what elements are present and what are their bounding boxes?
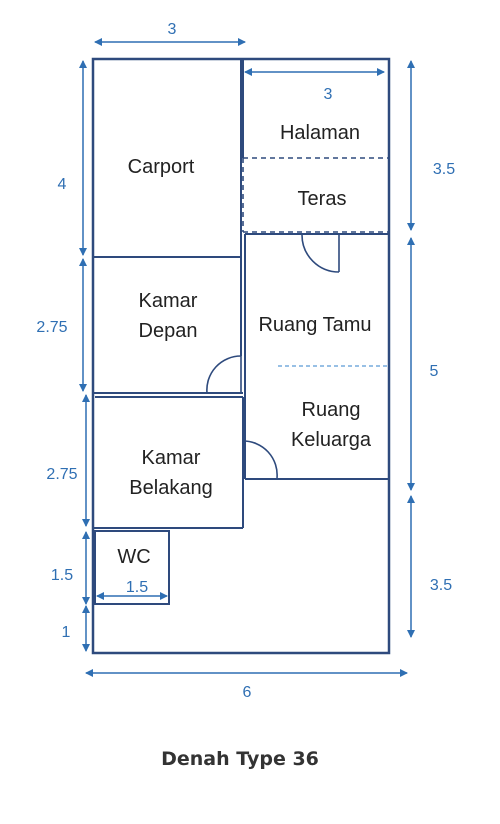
- dim-label-top-carport: 3: [168, 21, 177, 38]
- doors: [206, 234, 340, 479]
- dim-label-left-bottom: 1: [62, 624, 71, 641]
- kamar-belakang-door-icon: [242, 440, 278, 479]
- dim-label-halaman: 3: [324, 86, 333, 103]
- room-kamar-depan-line2: Depan: [139, 320, 198, 342]
- room-wc: WC: [117, 546, 150, 568]
- kamar-depan-door-icon: [206, 355, 242, 394]
- dim-label-right-bottom: 3.5: [430, 577, 452, 594]
- room-kamar-belakang-line2: Belakang: [129, 477, 212, 499]
- room-kamar-belakang-line1: Kamar: [142, 447, 201, 469]
- room-ruang-keluarga-line1: Ruang: [302, 399, 361, 421]
- dim-label-wc-width: 1.5: [126, 579, 148, 596]
- dim-label-right-top: 3.5: [433, 161, 455, 178]
- dim-label-left-kamar-belakang: 2.75: [46, 466, 77, 483]
- dim-label-bottom-total: 6: [243, 684, 252, 701]
- dim-label-left-wc: 1.5: [51, 567, 73, 584]
- main-door-icon: [301, 234, 340, 273]
- diagram-title: Denah Type 36: [161, 748, 319, 770]
- room-carport: Carport: [128, 156, 195, 178]
- dimension-lines: 3 3 4 2.75 2.75 1.5 1 1.5 3.5 5 3.5: [36, 21, 455, 701]
- room-teras: Teras: [298, 188, 347, 210]
- room-halaman: Halaman: [280, 122, 360, 144]
- walls: [91, 57, 391, 655]
- room-ruang-tamu: Ruang Tamu: [258, 314, 371, 336]
- room-ruang-keluarga-line2: Keluarga: [291, 429, 372, 451]
- room-kamar-depan-line1: Kamar: [139, 290, 198, 312]
- room-labels: Carport Halaman Teras Kamar Depan Ruang …: [117, 122, 372, 568]
- wc-walls: [94, 530, 170, 605]
- dim-label-right-middle: 5: [430, 363, 439, 380]
- teras-dashed-outline: [242, 157, 390, 233]
- dim-label-left-kamar-depan: 2.75: [36, 319, 67, 336]
- dim-label-left-carport: 4: [58, 176, 67, 193]
